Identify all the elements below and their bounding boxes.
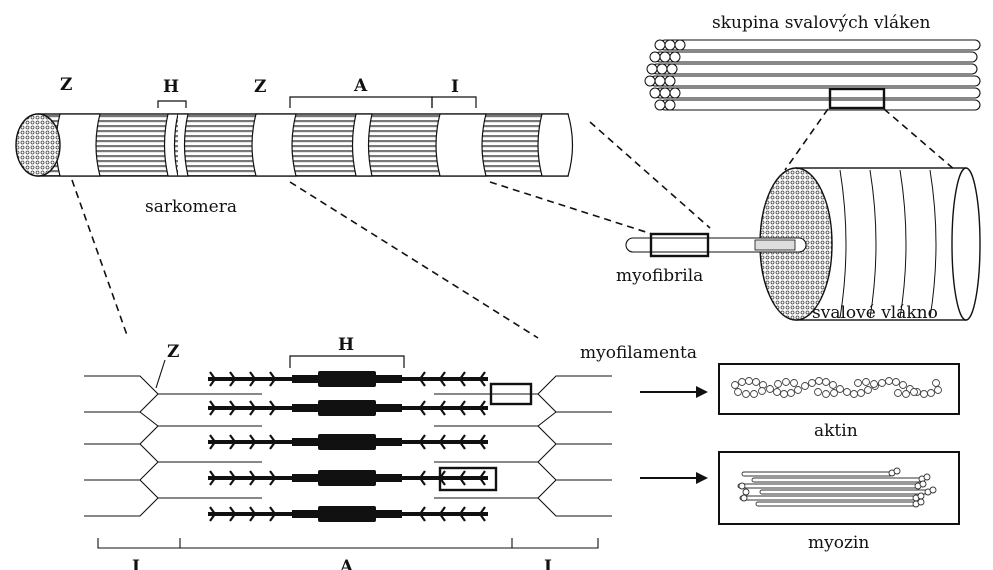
muscle-fiber-label: svalové vlákno (812, 303, 938, 323)
band-scale-bottom (97, 538, 599, 549)
myofibril-highlight-box (649, 232, 710, 258)
arrows (640, 386, 708, 484)
muscle-fiber-cylinder (625, 167, 981, 321)
band-label-i-left: I (132, 557, 140, 570)
band-label-i-top: I (451, 77, 459, 97)
myosin-bundle (737, 467, 937, 508)
myosin-filaments (208, 371, 488, 522)
fiber-group-highlight-box (828, 87, 886, 110)
fiber-group-bundle (644, 39, 981, 111)
fiber-group-label: skupina svalových vláken (712, 13, 931, 33)
sarcomere-label: sarkomera (145, 197, 237, 217)
dashed-connectors (71, 108, 956, 339)
myosin-label: myozin (808, 533, 869, 553)
actin-highlight-box (489, 382, 533, 406)
h-zone-bracket (289, 355, 405, 368)
band-brackets-top (157, 96, 477, 108)
band-label-z1: Z (60, 75, 72, 95)
band-label-h-top: H (163, 77, 179, 97)
band-label-h-detail: H (338, 335, 354, 355)
actin-panel (718, 363, 960, 415)
actin-filaments (84, 375, 612, 517)
sarcomere-detail (84, 355, 612, 549)
z-line-pointer (155, 359, 166, 389)
myosin-highlight-box (438, 466, 498, 492)
band-label-z-detail: Z (167, 342, 179, 362)
actin-helix (731, 377, 942, 398)
band-label-z2: Z (254, 77, 266, 97)
myosin-panel (718, 451, 960, 525)
band-label-a-bottom: A (339, 557, 354, 570)
myofilaments-label: myofilamenta (580, 343, 697, 363)
band-label-a-top: A (353, 76, 368, 96)
actin-label: aktin (814, 421, 858, 441)
band-label-i-right: I (544, 557, 552, 570)
myofibril-cylinder (15, 113, 574, 177)
myofibril-label: myofibrila (616, 266, 703, 286)
